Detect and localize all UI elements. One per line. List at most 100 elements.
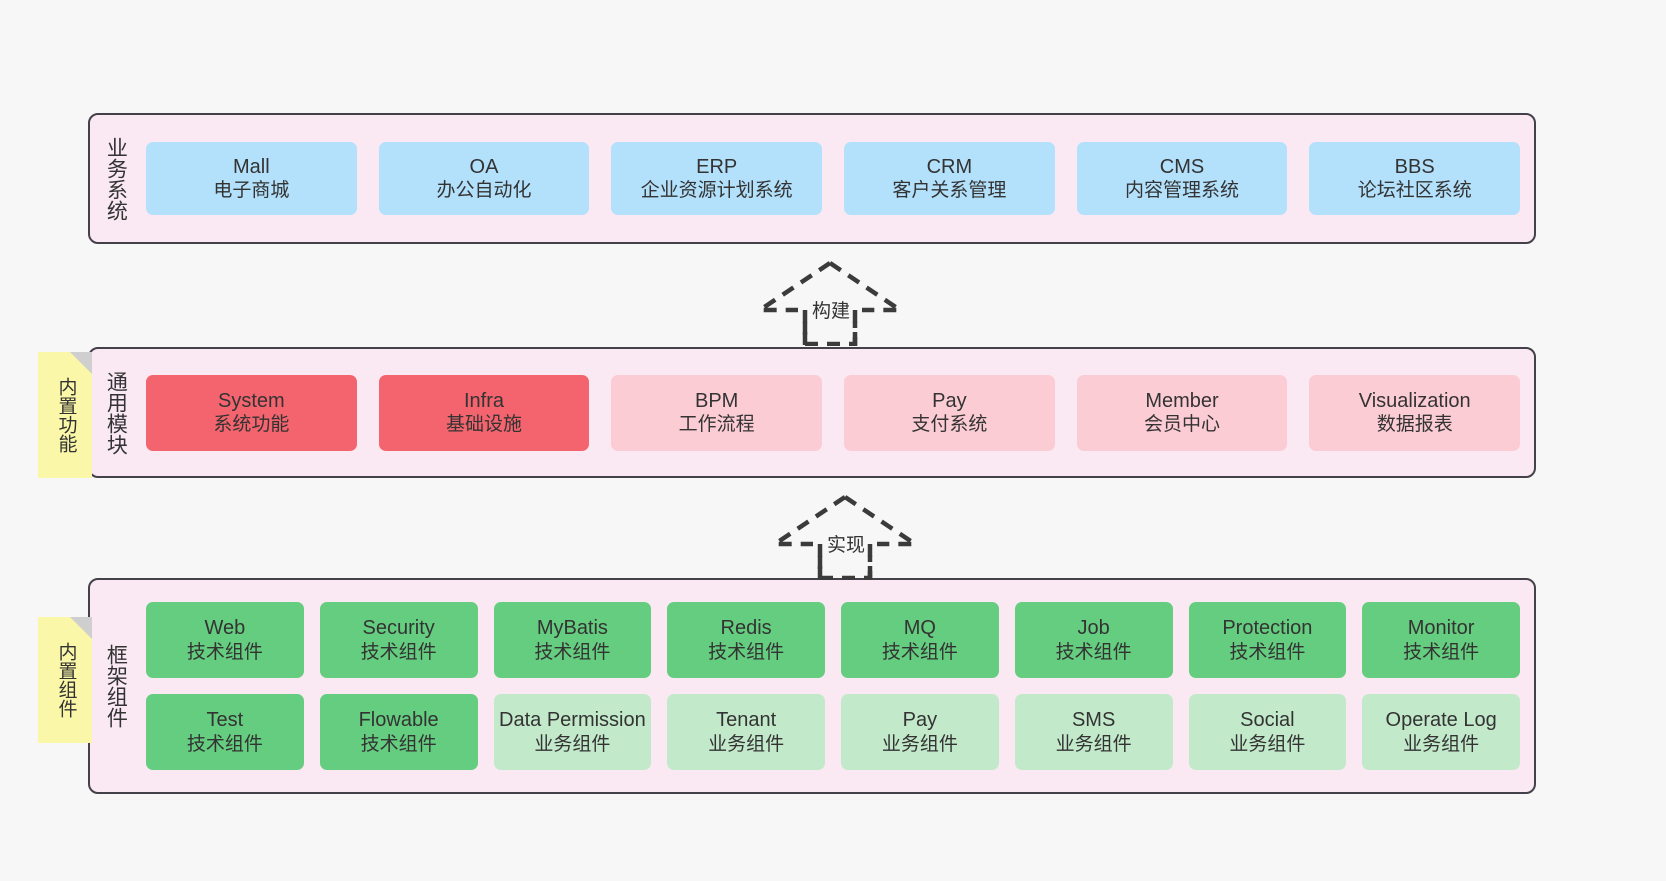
node-subtitle: 客户关系管理 xyxy=(892,180,1007,202)
node-title: Redis xyxy=(720,617,772,640)
node-subtitle: 业务组件 xyxy=(534,733,611,755)
node-operate-log[interactable]: Operate Log 业务组件 xyxy=(1362,694,1520,770)
note-fold-corner-icon xyxy=(70,352,92,374)
layer-body-business-system: Mall 电子商城 OA 办公自动化 ERP 企业资源计划系统 CRM 客户关系… xyxy=(140,115,1534,242)
node-title: CMS xyxy=(1159,155,1205,178)
node-test[interactable]: Test 技术组件 xyxy=(146,694,304,770)
node-subtitle: 业务组件 xyxy=(1055,733,1132,755)
node-title: Security xyxy=(362,617,435,640)
node-subtitle: 业务组件 xyxy=(881,733,958,755)
node-pay-component[interactable]: Pay 业务组件 xyxy=(841,694,999,770)
node-title: Operate Log xyxy=(1385,709,1497,732)
node-subtitle: 论坛社区系统 xyxy=(1357,180,1472,202)
node-web[interactable]: Web 技术组件 xyxy=(146,602,304,678)
node-mall[interactable]: Mall 电子商城 xyxy=(146,142,357,215)
node-redis[interactable]: Redis 技术组件 xyxy=(667,602,825,678)
node-title: Web xyxy=(204,617,246,640)
node-subtitle: 技术组件 xyxy=(1403,641,1480,663)
node-monitor[interactable]: Monitor 技术组件 xyxy=(1362,602,1520,678)
node-subtitle: 业务组件 xyxy=(1403,733,1480,755)
node-social[interactable]: Social 业务组件 xyxy=(1188,694,1347,770)
node-subtitle: 技术组件 xyxy=(360,733,437,755)
node-row: System 系统功能 Infra 基础设施 BPM 工作流程 Pay 支付系统… xyxy=(146,374,1521,451)
node-title: MyBatis xyxy=(536,617,608,640)
node-subtitle: 企业资源计划系统 xyxy=(640,180,793,202)
node-subtitle: 内容管理系统 xyxy=(1125,180,1240,202)
node-title: Member xyxy=(1145,389,1219,412)
node-subtitle: 业务组件 xyxy=(1229,733,1306,755)
node-subtitle: 工作流程 xyxy=(678,414,755,436)
node-subtitle: 基础设施 xyxy=(446,414,523,436)
node-title: Visualization xyxy=(1358,389,1471,412)
node-title: BPM xyxy=(695,389,739,412)
node-title: ERP xyxy=(696,155,738,178)
arrow-build-shaft-bottom xyxy=(750,322,910,347)
note-builtin-function: 内置功能 xyxy=(38,352,92,478)
node-member[interactable]: Member 会员中心 xyxy=(1076,374,1288,451)
node-title: Data Permission xyxy=(499,709,646,732)
node-title: System xyxy=(217,389,285,412)
node-title: Social xyxy=(1240,709,1295,732)
node-title: OA xyxy=(469,155,499,178)
node-title: MQ xyxy=(903,617,936,640)
node-subtitle: 技术组件 xyxy=(186,733,263,755)
node-subtitle: 支付系统 xyxy=(911,414,988,436)
node-subtitle: 系统功能 xyxy=(213,414,290,436)
node-infra[interactable]: Infra 基础设施 xyxy=(378,374,590,451)
node-subtitle: 技术组件 xyxy=(186,641,263,663)
node-title: Protection xyxy=(1222,617,1313,640)
node-erp[interactable]: ERP 企业资源计划系统 xyxy=(611,142,823,215)
node-title: Pay xyxy=(932,389,967,412)
layer-title-framework-component: 框架组件 xyxy=(104,644,128,728)
node-bbs[interactable]: BBS 论坛社区系统 xyxy=(1309,142,1521,215)
layer-common-module: 通用模块 System 系统功能 Infra 基础设施 BPM 工作流程 Pay… xyxy=(88,347,1536,478)
node-title: Mall xyxy=(233,155,270,178)
arrow-build-label: 构建 xyxy=(812,301,851,322)
node-job[interactable]: Job 技术组件 xyxy=(1014,602,1173,678)
node-title: Pay xyxy=(902,709,938,732)
node-protection[interactable]: Protection 技术组件 xyxy=(1188,602,1347,678)
node-subtitle: 技术组件 xyxy=(1055,641,1132,663)
node-pay[interactable]: Pay 支付系统 xyxy=(844,374,1055,451)
arrow-implement-shaft-bottom xyxy=(765,556,925,581)
layer-framework-component: 框架组件 Web 技术组件 Security 技术组件 MyBatis 技术组件… xyxy=(88,578,1536,794)
node-subtitle: 数据报表 xyxy=(1376,414,1453,436)
node-mq[interactable]: MQ 技术组件 xyxy=(841,602,999,678)
node-subtitle: 技术组件 xyxy=(708,641,785,663)
node-subtitle: 技术组件 xyxy=(1229,641,1306,663)
layer-business-system: 业务系统 Mall 电子商城 OA 办公自动化 ERP 企业资源计划系统 CRM… xyxy=(88,113,1536,244)
node-subtitle: 技术组件 xyxy=(881,641,958,663)
node-mybatis[interactable]: MyBatis 技术组件 xyxy=(493,602,652,678)
node-title: Job xyxy=(1077,617,1110,640)
node-subtitle: 业务组件 xyxy=(708,733,785,755)
node-title: SMS xyxy=(1071,709,1116,732)
node-subtitle: 办公自动化 xyxy=(436,180,532,202)
note-builtin-component: 内置组件 xyxy=(38,617,92,743)
layer-title-common-module: 通用模块 xyxy=(104,370,128,455)
node-cms[interactable]: CMS 内容管理系统 xyxy=(1076,142,1288,215)
layer-title-business-system: 业务系统 xyxy=(104,136,128,221)
node-subtitle: 技术组件 xyxy=(534,641,611,663)
node-oa[interactable]: OA 办公自动化 xyxy=(378,142,590,215)
node-row: Web 技术组件 Security 技术组件 MyBatis 技术组件 Redi… xyxy=(146,602,1520,678)
node-title: Tenant xyxy=(716,709,777,732)
node-row: Mall 电子商城 OA 办公自动化 ERP 企业资源计划系统 CRM 客户关系… xyxy=(146,142,1521,215)
note-label: 内置组件 xyxy=(55,642,77,718)
node-crm[interactable]: CRM 客户关系管理 xyxy=(844,142,1055,215)
node-security[interactable]: Security 技术组件 xyxy=(319,602,478,678)
node-title: BBS xyxy=(1394,155,1435,178)
node-subtitle: 电子商城 xyxy=(213,180,290,202)
node-sms[interactable]: SMS 业务组件 xyxy=(1014,694,1173,770)
node-flowable[interactable]: Flowable 技术组件 xyxy=(319,694,478,770)
node-title: Monitor xyxy=(1407,617,1475,640)
node-bpm[interactable]: BPM 工作流程 xyxy=(611,374,823,451)
note-fold-corner-icon xyxy=(70,617,92,639)
node-subtitle: 会员中心 xyxy=(1144,414,1221,436)
node-visualization[interactable]: Visualization 数据报表 xyxy=(1309,374,1521,451)
node-data-permission[interactable]: Data Permission 业务组件 xyxy=(493,694,652,770)
layer-body-common-module: System 系统功能 Infra 基础设施 BPM 工作流程 Pay 支付系统… xyxy=(140,349,1534,476)
node-title: Test xyxy=(206,709,244,732)
node-system[interactable]: System 系统功能 xyxy=(146,374,357,451)
node-tenant[interactable]: Tenant 业务组件 xyxy=(667,694,825,770)
